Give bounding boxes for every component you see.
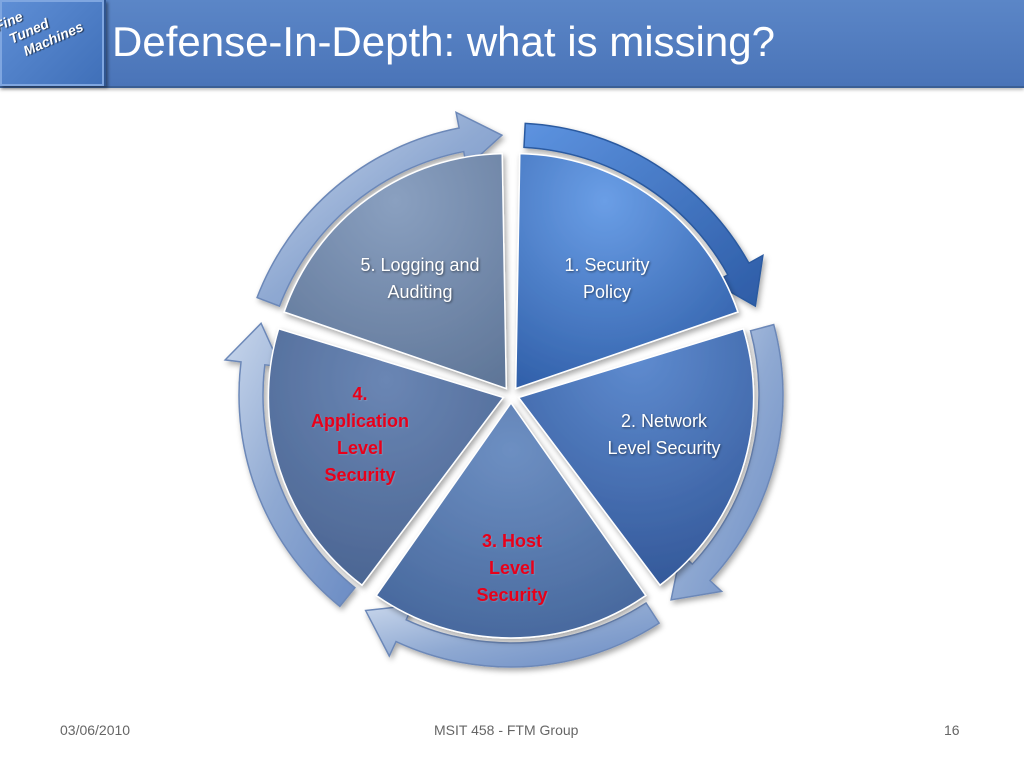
segment-3-label-line-1: 3. Host [481,531,542,551]
outer-arrow-ring [223,110,784,668]
segment-1-label: 1. Security Policy [532,252,682,306]
segment-4-label-line-2: Application [311,411,409,431]
segment-3-label-line-2: Level [488,558,536,578]
segment-5-label-line-1: 5. Logging and [360,255,480,275]
ring-arrow-5 [256,110,504,308]
segment-2-label-line-2: Level Security [607,438,721,458]
segment-4-label-line-1: 4. [352,384,368,404]
footer-center: MSIT 458 - FTM Group [434,722,579,738]
segment-3 [375,401,647,639]
footer-page-number: 16 [944,722,960,738]
segment-2 [517,327,755,587]
segment-2-label: 2. Network Level Security [588,408,740,462]
segment-4-label: 4. Application Level Security [295,381,425,489]
ring-arrow-2 [670,323,784,601]
segment-1 [514,152,739,390]
segment-2-label-line-1: 2. Network [620,411,708,431]
ring-arrow-1 [523,122,764,308]
slide-title: Defense-In-Depth: what is missing? [112,18,775,65]
segment-5 [283,152,508,390]
segment-1-label-line-1: 1. Security [564,255,650,275]
ring-arrow-3 [364,601,661,668]
segment-3-label-line-3: Security [476,585,548,605]
title-bar: Defense-In-Depth: what is missing? [0,0,1024,88]
footer-date: 03/06/2010 [60,722,131,738]
segment-4-label-line-3: Level [336,438,384,458]
segment-1-label-line-2: Policy [582,282,631,302]
ring-arrow-4 [223,322,356,608]
pie-segments [267,152,755,639]
segment-4 [267,327,505,587]
segment-5-label-line-2: Auditing [387,282,453,302]
segment-5-label: 5. Logging and Auditing [338,252,502,306]
segment-4-label-line-4: Security [324,465,396,485]
segment-3-label: 3. Host Level Security [452,528,572,609]
fine-tuned-machines-logo: Fine Tuned Machines [0,0,106,86]
